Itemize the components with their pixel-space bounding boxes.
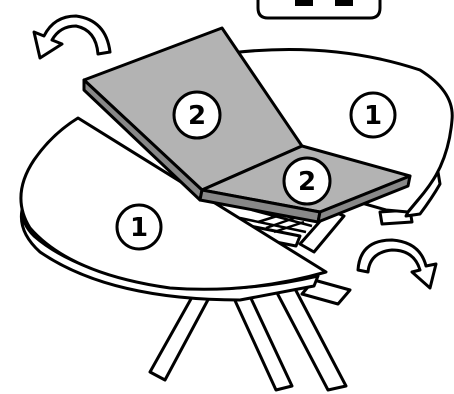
svg-text:2: 2 <box>298 167 316 197</box>
part-label-right-1: 1 <box>349 91 397 139</box>
table-half-left <box>19 116 328 302</box>
clockwise-rotation-arrow-icon <box>356 238 438 290</box>
svg-text:1: 1 <box>130 213 148 243</box>
table-legs <box>148 208 348 392</box>
svg-text:1: 1 <box>364 101 382 131</box>
svg-text:2: 2 <box>188 101 206 131</box>
part-label-leaf-upper-2: 2 <box>172 90 222 140</box>
counterclockwise-rotation-arrow-icon <box>32 14 112 60</box>
top-inset-box <box>256 0 382 20</box>
part-label-left-1: 1 <box>115 203 163 251</box>
part-label-leaf-lower-2: 2 <box>282 156 332 206</box>
